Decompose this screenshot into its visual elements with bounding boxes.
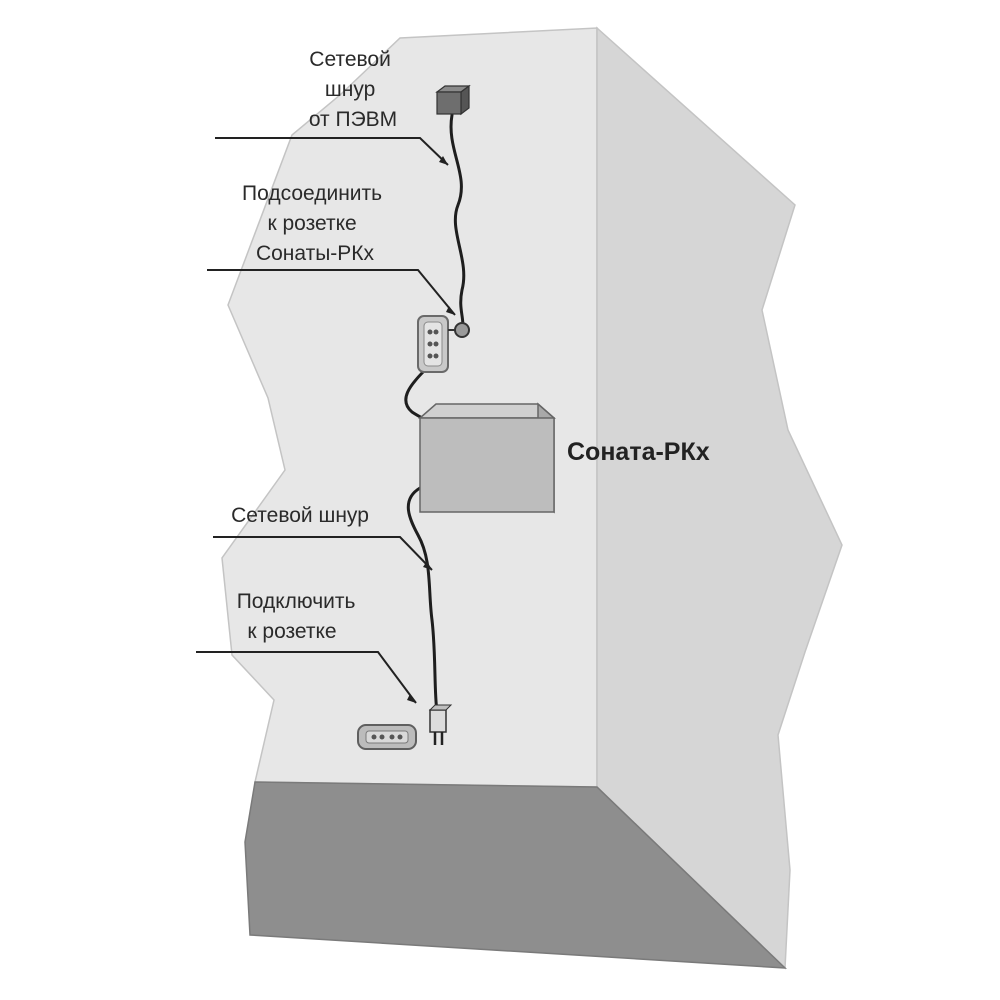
label-connect-sonata-line-2: к розетке [267, 212, 356, 235]
power-plug-icon [428, 704, 453, 745]
socket-outlet-icon [417, 315, 449, 373]
sonata-rkx-device [418, 402, 556, 514]
label-pc-cord-line-1: Сетевой [309, 48, 391, 71]
label-connect-sonata-line-1: Подсоединить [242, 182, 382, 205]
label-connect-outlet-line-2: к розетке [247, 620, 336, 643]
label-pc-cord-line-2: шнур [325, 78, 375, 101]
label-power-cord-line-1: Сетевой шнур [231, 504, 369, 527]
label-power-cord: Сетевой шнур [231, 504, 369, 527]
pc-power-cord [449, 113, 466, 332]
wall-base-floor [244, 781, 787, 969]
label-connect-sonata-line-3: Сонаты-РКх [256, 242, 375, 265]
label-device: Соната-РКх [567, 438, 710, 466]
label-connect-sonata: Подсоединить к розетке Сонаты-РКх [242, 182, 388, 265]
leader-connect-sonata [207, 269, 456, 316]
leader-pc-cord-arrow [439, 156, 448, 165]
wall-outlet-icon [357, 724, 417, 750]
label-pc-cord-line-3: от ПЭВМ [309, 108, 397, 131]
label-connect-outlet-line-1: Подключить [237, 590, 356, 613]
leader-pc-cord [215, 137, 449, 166]
leader-connect-sonata-arrow [446, 306, 455, 315]
inserted-plug-icon [448, 322, 470, 338]
device-power-cord [406, 486, 439, 714]
leader-power-cord [213, 536, 433, 571]
label-connect-outlet: Подключить к розетке [237, 590, 362, 643]
leader-connect-outlet [196, 651, 417, 704]
leader-connect-outlet-arrow [407, 694, 416, 703]
plug-box-icon [435, 84, 471, 116]
label-pc-cord: Сетевой шнур от ПЭВМ [309, 48, 397, 131]
leader-power-cord-arrow [423, 561, 432, 570]
